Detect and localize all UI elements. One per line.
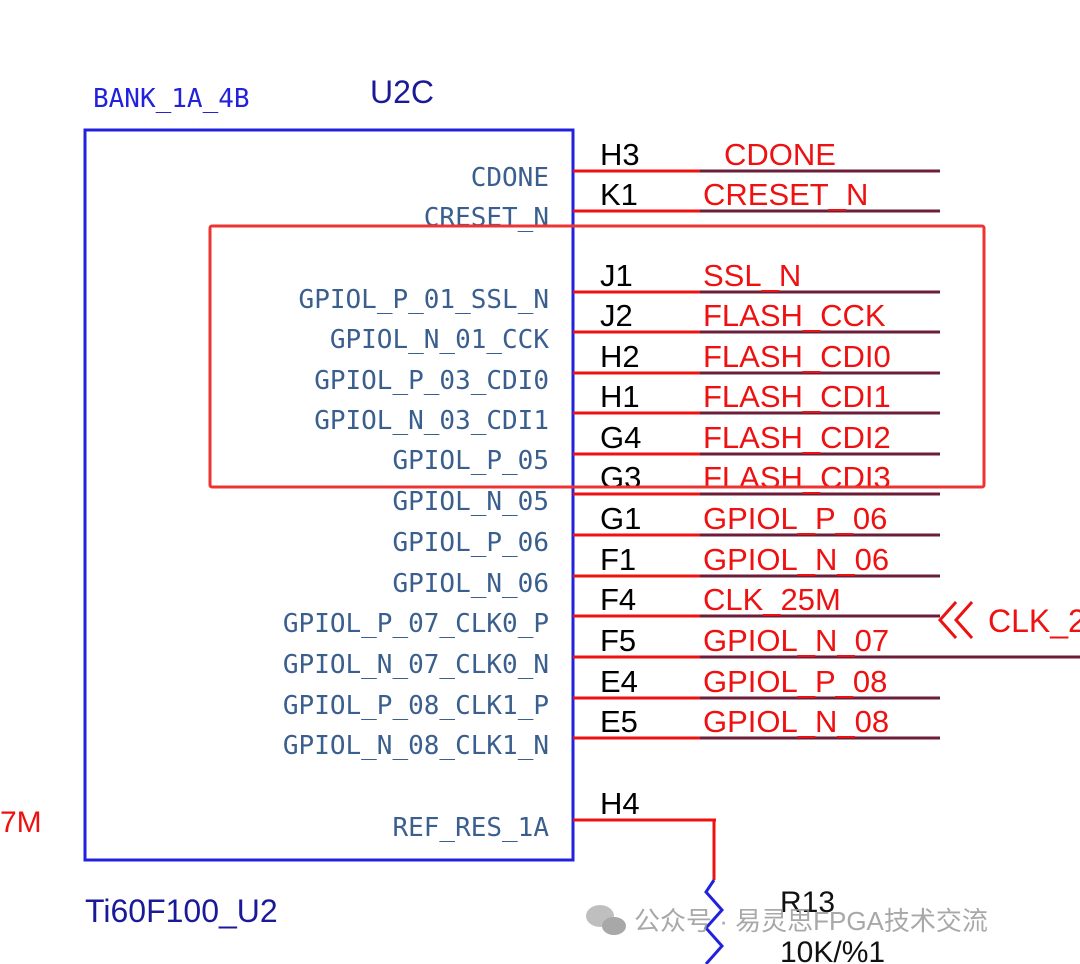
ref-res-network: R13 10K/%1 [573,818,885,964]
ref-designator: U2C [370,74,434,110]
pin-name: GPIOL_N_03_CDI1 [314,406,549,436]
pin-name: GPIOL_N_08_CLK1_N [283,731,549,761]
net-label: FLASH_CDI3 [703,460,891,495]
pin-number: E4 [600,664,638,699]
pin-name: GPIOL_N_01_CCK [330,325,549,355]
pin-name: GPIOL_P_07_CLK0_P [283,609,549,639]
net-label: CLK_25M [703,582,841,617]
pin-number: G3 [600,460,641,495]
watermark: 公众号 · 易灵思FPGA技术交流 [586,905,988,936]
pin-number: H4 [600,786,640,821]
pin-number: G1 [600,501,641,536]
pin-name: GPIOL_P_08_CLK1_P [283,691,549,721]
pin-number: F4 [600,582,636,617]
net-label: FLASH_CDI1 [703,379,891,414]
flash-pins-highlight-box [208,224,986,489]
resistor-zigzag [703,879,725,964]
net-label: FLASH_CCK [703,298,886,333]
resistor-refdes: R13 [780,886,835,919]
pin-name: GPIOL_N_07_CLK0_N [283,650,549,680]
offpage-connector: CLK_2 [937,601,1080,639]
pin-name: GPIOL_P_06 [392,528,549,558]
offpage-connector-chevron-icon [937,601,974,639]
pin-number: H1 [600,379,640,414]
pin-number: F5 [600,623,636,658]
offpage-connector-label: CLK_2 [988,603,1080,639]
pin-name: REF_RES_1A [392,813,549,843]
part-name: Ti60F100_U2 [85,893,278,929]
net-label: GPIOL_P_08 [703,664,887,699]
pin-name: GPIOL_P_03_CDI0 [314,366,549,396]
pin-name: CDONE [471,163,549,193]
net-label: GPIOL_N_06 [703,542,889,577]
pin-number: G4 [600,420,641,455]
bank-label: BANK_1A_4B [93,84,250,114]
pin-name: GPIOL_P_01_SSL_N [299,285,549,315]
resistor-value: 10K/%1 [780,936,885,964]
pin-number: E5 [600,704,638,739]
pin-number: J1 [600,258,633,293]
pin-name: GPIOL_P_05 [392,446,549,476]
pin-number: F1 [600,542,636,577]
pin-name: GPIOL_N_05 [392,487,549,517]
pin-number: K1 [600,177,638,212]
net-label: SSL_N [703,258,801,293]
pin-name: CRESET_N [424,203,549,233]
net-label: GPIOL_P_06 [703,501,887,536]
wechat-icon [586,905,626,935]
pin-number: H2 [600,339,640,374]
net-label: GPIOL_N_08 [703,704,889,739]
offscreen-net-label: 7M [0,806,42,839]
net-label: CRESET_N [703,177,868,212]
net-label: FLASH_CDI2 [703,420,891,455]
watermark-text: 公众号 · 易灵思FPGA技术交流 [634,906,988,936]
pin-name: GPIOL_N_06 [392,569,549,599]
net-label: GPIOL_N_07 [703,623,889,658]
net-label: CDONE [724,137,836,172]
pin-number: J2 [600,298,633,333]
net-label: FLASH_CDI0 [703,339,891,374]
pin-number: H3 [600,137,640,172]
